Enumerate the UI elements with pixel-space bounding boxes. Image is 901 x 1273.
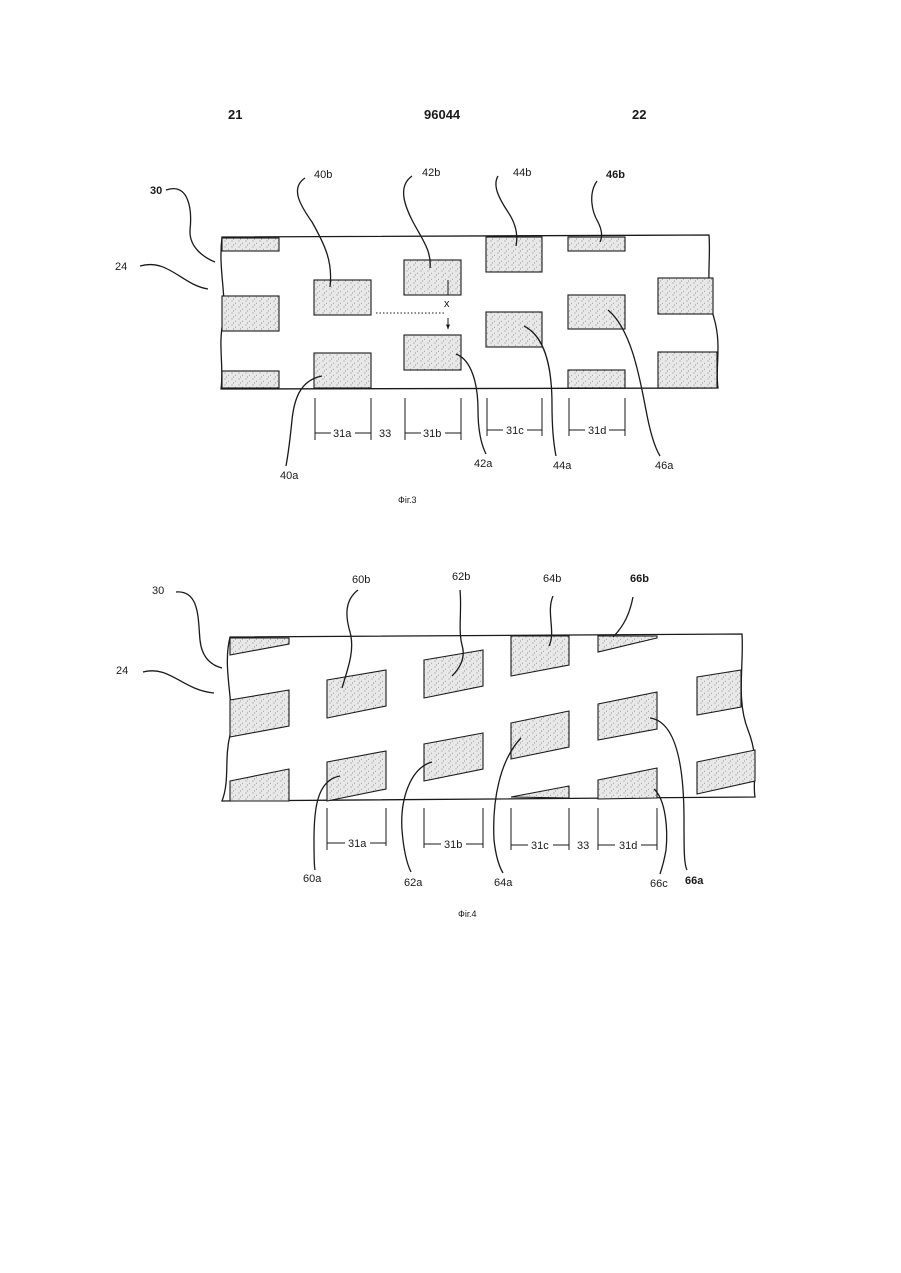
- fig4-pads: [230, 636, 755, 801]
- fig3-label-44a: 44a: [553, 460, 572, 472]
- fig4-dim-31c: 31c: [531, 840, 549, 852]
- fig4-ref-24: 24: [116, 665, 128, 677]
- fig3-label-42b: 42b: [422, 167, 440, 179]
- fig4-label-66c: 66c: [650, 878, 668, 890]
- fig4-strip-outline: [222, 634, 755, 801]
- fig4-label-66a: 66a: [685, 875, 704, 887]
- fig4-label-62b: 62b: [452, 571, 470, 583]
- fig3-dim-31b: 31b: [423, 428, 441, 440]
- fig3-label-40b: 40b: [314, 169, 332, 181]
- fig3-label-40a: 40a: [280, 470, 299, 482]
- fig3-label-44b: 44b: [513, 167, 531, 179]
- figure-3: [140, 176, 718, 466]
- fig4-dim-31d: 31d: [619, 840, 637, 852]
- fig4-label-60b: 60b: [352, 574, 370, 586]
- fig3-label-46a: 46a: [655, 460, 674, 472]
- fig4-dim-33: 33: [577, 840, 589, 852]
- fig4-dim-31b: 31b: [444, 839, 462, 851]
- fig4-dim-31a: 31a: [348, 838, 367, 850]
- fig3-dim-31a: 31a: [333, 428, 352, 440]
- fig4-label-64b: 64b: [543, 573, 561, 585]
- fig4-label-66b: 66b: [630, 573, 649, 585]
- figure-4: [143, 590, 755, 874]
- fig3-caption: Фіг.3: [398, 495, 417, 505]
- fig3-dim-31d: 31d: [588, 425, 606, 437]
- fig3-label-46b: 46b: [606, 169, 625, 181]
- fig3-dim-31c: 31c: [506, 425, 524, 437]
- fig3-ref-30: 30: [150, 185, 162, 197]
- fig3-ref-24: 24: [115, 261, 127, 273]
- figure-3-labels: 30 24 40b 42b 44b 46b x 40a 42a 44a 46a …: [115, 167, 674, 505]
- figure-4-labels: 30 24 60b 62b 64b 66b 60a 62a 64a 66c 66…: [116, 571, 704, 919]
- fig4-label-62a: 62a: [404, 877, 423, 889]
- fig4-caption: Фіг.4: [458, 909, 477, 919]
- fig4-ref-30: 30: [152, 585, 164, 597]
- fig4-label-64a: 64a: [494, 877, 513, 889]
- fig3-pads: [222, 237, 717, 388]
- fig3-offset-x: x: [444, 298, 450, 310]
- fig3-label-42a: 42a: [474, 458, 493, 470]
- fig4-label-60a: 60a: [303, 873, 322, 885]
- fig3-dim-33: 33: [379, 428, 391, 440]
